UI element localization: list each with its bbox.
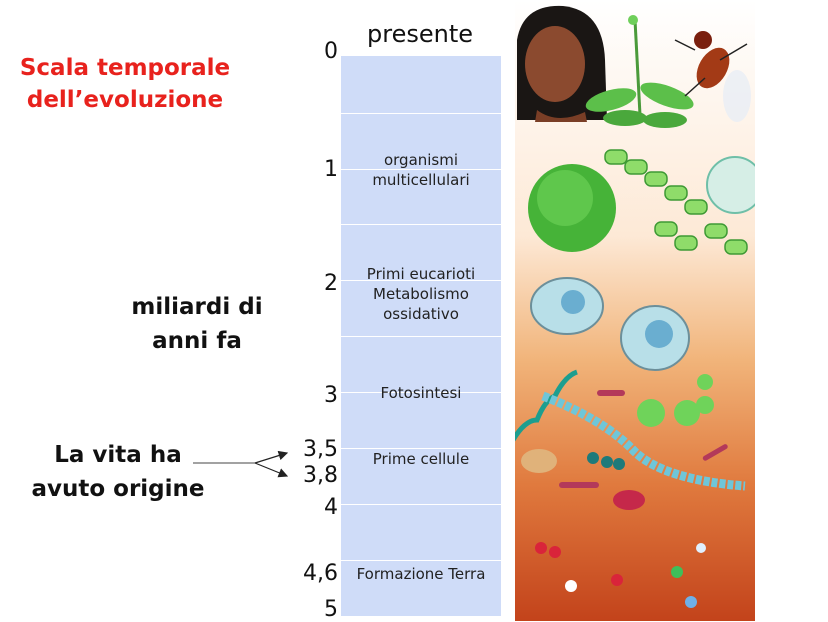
event-multicellular-line-2: multicellulari (372, 171, 470, 189)
molecule-3-icon (696, 543, 706, 553)
green-cell-3-icon (696, 396, 714, 414)
tick-4-6: 4,6 (303, 561, 338, 586)
tick-4: 4 (324, 495, 338, 520)
tick-1: 1 (324, 157, 338, 182)
event-first-cells: Prime cellule (341, 449, 501, 469)
gridline-1 (341, 113, 501, 114)
plant-icon (585, 15, 694, 128)
spirochete-icon (515, 369, 578, 442)
purple-rod-3-icon (702, 444, 728, 461)
gridline-5 (341, 336, 501, 337)
molecule-2-icon (549, 546, 561, 558)
event-multicellular: organismi multicellulari (341, 150, 501, 190)
tick-5: 5 (324, 597, 338, 622)
fly-icon (674, 31, 751, 122)
green-cell-1-icon (637, 399, 665, 427)
axis-unit-line-2: anni fa (152, 328, 242, 354)
event-multicellular-line-1: organismi (383, 151, 459, 169)
tick-2: 2 (324, 271, 338, 296)
event-earth-formation: Formazione Terra (341, 564, 501, 584)
purple-rod-1-icon (597, 390, 625, 396)
gridline-3 (341, 224, 501, 225)
cell-cluster-1 (587, 452, 599, 464)
gridline-4 (341, 280, 501, 281)
purple-rod-2-icon (559, 482, 599, 488)
present-label: presente (367, 20, 473, 48)
tick-0: 0 (324, 39, 338, 64)
diagram-title: Scala temporale dell’evoluzione (10, 52, 240, 116)
red-spiky-cell-icon (613, 490, 645, 510)
molecule-5-icon (611, 574, 623, 586)
molecule-7-icon (685, 596, 697, 608)
origin-note-line-1: La vita ha (54, 442, 182, 468)
first-cell-oval-icon (521, 449, 557, 473)
molecule-4-icon (671, 566, 683, 578)
gridline-9 (341, 560, 501, 561)
timeline-column (341, 56, 501, 616)
filament-bacteria-icon (541, 391, 746, 491)
arrow-to-3-8 (254, 462, 289, 478)
tick-3-8: 3,8 (303, 463, 338, 488)
cell-cluster-3 (613, 458, 625, 470)
diatom-icon (706, 156, 755, 214)
gridline-7 (341, 448, 501, 449)
molecule-1-icon (535, 542, 547, 554)
human-head-icon (517, 5, 607, 122)
axis-unit-line-1: miliardi di (131, 294, 263, 320)
origin-note-line-2: avuto origine (31, 476, 205, 502)
green-colony-highlight (537, 170, 593, 226)
event-photosynthesis: Fotosintesi (341, 383, 501, 403)
tick-3-5: 3,5 (303, 437, 338, 462)
eukaryote-nucleus-1 (561, 290, 585, 314)
molecule-6-icon (565, 580, 577, 592)
arrow-to-3-5 (254, 450, 289, 464)
origin-arrows (193, 450, 289, 478)
title-line-2: dell’evoluzione (26, 87, 224, 113)
gridline-6 (341, 392, 501, 393)
event-eukaryotes-line-1: Primi eucarioti (366, 265, 476, 283)
event-eukaryotes-line-2: Metabolismo (373, 285, 469, 303)
evolution-illustration (515, 0, 755, 621)
tick-3: 3 (324, 383, 338, 408)
gridline-2 (341, 169, 501, 170)
event-earth-formation-line-1: Formazione Terra (356, 565, 486, 583)
gridline-8 (341, 504, 501, 505)
eukaryote-nucleus-2 (645, 320, 673, 348)
green-cell-4-icon (697, 374, 713, 390)
title-line-1: Scala temporale (19, 55, 231, 81)
event-eukaryotes-line-3: ossidativo (383, 305, 459, 323)
green-cell-2-icon (674, 400, 700, 426)
axis-unit-label: miliardi di anni fa (112, 290, 282, 358)
event-first-cells-line-1: Prime cellule (372, 450, 470, 468)
algae-filament-icon (604, 149, 748, 255)
event-photosynthesis-line-1: Fotosintesi (380, 384, 462, 402)
event-eukaryotes: Primi eucarioti Metabolismo ossidativo (341, 264, 501, 324)
origin-note: La vita ha avuto origine (18, 438, 218, 506)
cell-cluster-2 (601, 456, 613, 468)
